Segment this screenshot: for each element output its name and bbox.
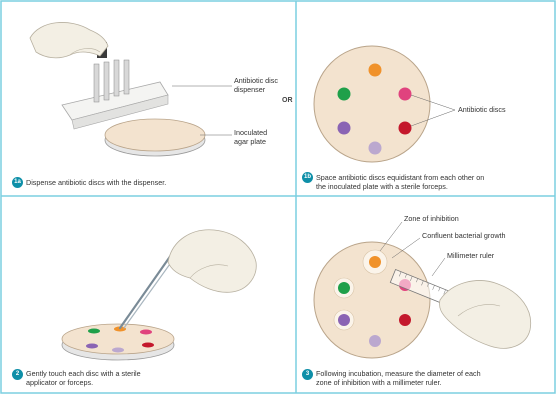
panel-3-illustration: Zone of inhibition Confluent bacterial g… xyxy=(314,214,531,358)
panel-1a-illustration: Antibiotic disc dispenser Inoculated aga… xyxy=(30,22,278,156)
disc-cartridge xyxy=(124,60,129,94)
disc-lavender xyxy=(369,335,381,347)
label-plate-line2: agar plate xyxy=(234,137,266,146)
label-antibiotic-discs: Antibiotic discs xyxy=(458,105,506,114)
label-zone-of-inhibition: Zone of inhibition xyxy=(404,214,459,223)
step-badge-1b: 1b xyxy=(302,172,313,183)
step-badge-2: 2 xyxy=(12,369,23,380)
panel-1b-illustration: Antibiotic discs xyxy=(314,46,506,162)
disc-green xyxy=(338,282,350,294)
disc-cartridge xyxy=(114,60,119,96)
inoculated-agar-plate xyxy=(105,119,205,151)
disc-purple xyxy=(86,344,98,349)
gloved-hand xyxy=(30,22,108,57)
disc-red xyxy=(399,314,411,326)
disc-orange xyxy=(369,64,382,77)
step-badge-1a: 1a xyxy=(12,177,23,188)
disc-red xyxy=(399,122,412,135)
disc-lavender xyxy=(369,142,382,155)
caption-1b: Space antibiotic discs equidistant from … xyxy=(316,173,484,191)
caption-1b-line2: the inoculated plate with a sterile forc… xyxy=(316,182,484,191)
disc-red xyxy=(142,343,154,348)
caption-1b-line1: Space antibiotic discs equidistant from … xyxy=(316,173,484,182)
caption-3: Following incubation, measure the diamet… xyxy=(316,369,481,387)
disc-cartridge xyxy=(94,64,99,102)
disc-purple xyxy=(338,314,350,326)
label-plate-line1: Inoculated xyxy=(234,128,267,137)
gloved-hand xyxy=(439,281,530,349)
disc-lavender xyxy=(112,348,124,353)
label-confluent-growth: Confluent bacterial growth xyxy=(422,231,506,240)
caption-3-line1: Following incubation, measure the diamet… xyxy=(316,369,481,378)
label-millimeter-ruler: Millimeter ruler xyxy=(447,251,495,260)
panel-2-illustration xyxy=(62,230,256,360)
disc-pink xyxy=(399,88,412,101)
or-label: OR xyxy=(282,97,293,104)
disc-green xyxy=(88,329,100,334)
gloved-hand xyxy=(168,230,256,293)
caption-2-line1: Gently touch each disc with a sterile xyxy=(26,369,141,378)
caption-3-line2: zone of inhibition with a millimeter rul… xyxy=(316,378,481,387)
caption-2: Gently touch each disc with a sterile ap… xyxy=(26,369,141,387)
disc-green xyxy=(338,88,351,101)
disc-pink xyxy=(140,330,152,335)
label-dispenser-line1: Antibiotic disc xyxy=(234,76,278,85)
disc-orange xyxy=(369,256,381,268)
step-badge-3: 3 xyxy=(302,369,313,380)
caption-1a: Dispense antibiotic discs with the dispe… xyxy=(26,178,166,187)
ruler-leader-line xyxy=(432,258,445,276)
disc-cartridge xyxy=(104,62,109,100)
forceps-tip xyxy=(120,248,176,328)
disc-purple xyxy=(338,122,351,135)
caption-2-line2: applicator or forceps. xyxy=(26,378,141,387)
label-dispenser-line2: dispenser xyxy=(234,85,266,94)
